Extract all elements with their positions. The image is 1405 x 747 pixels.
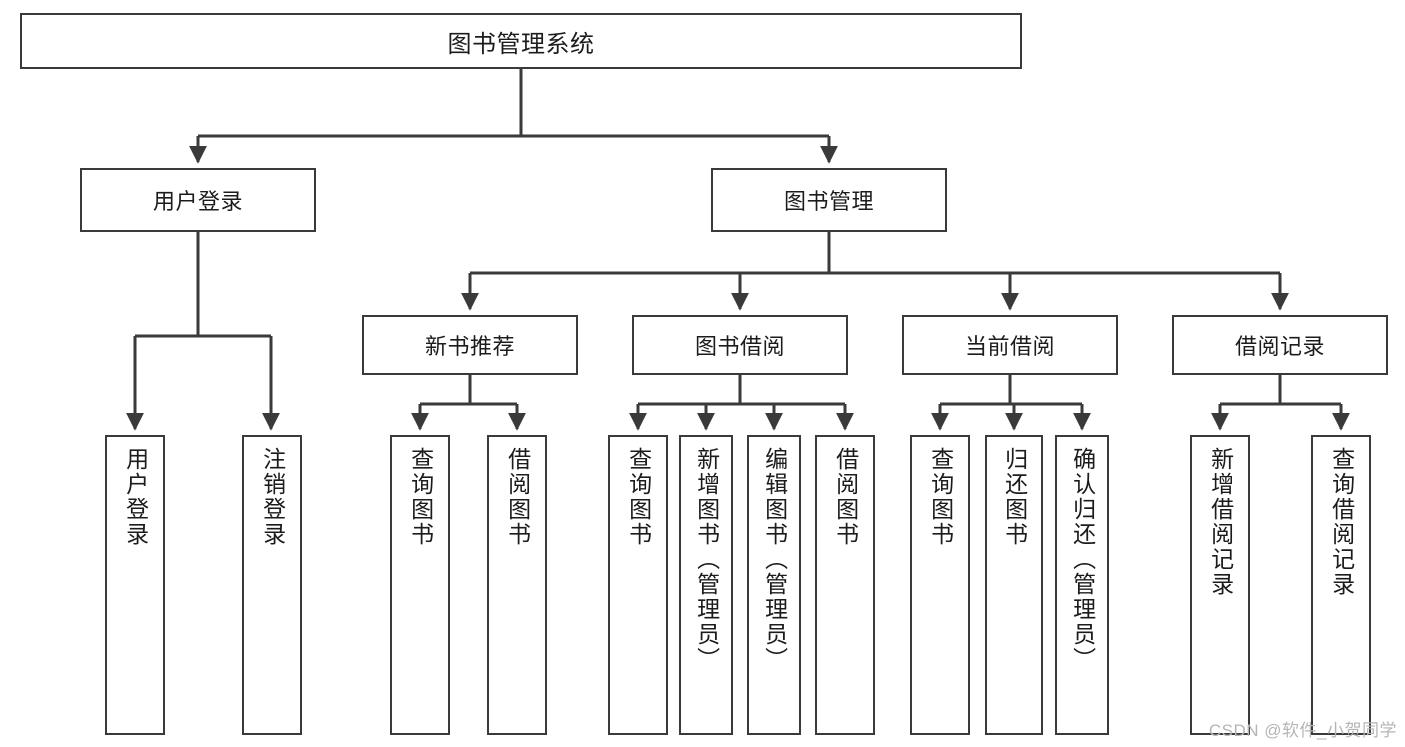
node-book-manage[interactable]: 图书管理: [711, 168, 947, 232]
node-leaf-user-login[interactable]: 用户登录: [105, 435, 165, 735]
node-leaf-query-record[interactable]: 查询借阅记录: [1311, 435, 1371, 735]
node-label: 图书管理: [783, 189, 874, 214]
node-label: 查询图书: [927, 447, 954, 547]
node-leaf-return-book[interactable]: 归还图书: [985, 435, 1043, 735]
node-label: 用户登录: [152, 189, 243, 214]
node-label: 用户登录: [122, 447, 149, 547]
node-label: 注销登录: [259, 447, 286, 547]
node-new-book-recommend[interactable]: 新书推荐: [362, 315, 578, 375]
node-borrow-record[interactable]: 借阅记录: [1172, 315, 1388, 375]
node-leaf-edit-book[interactable]: 编辑图书（管理员）: [747, 435, 801, 735]
node-label: 图书借阅: [694, 334, 785, 359]
node-label: 当前借阅: [964, 334, 1055, 359]
node-label: 编辑图书（管理员）: [761, 447, 788, 672]
node-leaf-borrow-book-1[interactable]: 借阅图书: [487, 435, 547, 735]
node-label: 新增图书（管理员）: [693, 447, 720, 672]
node-root-system[interactable]: 图书管理系统: [20, 13, 1022, 69]
node-label: 查询图书: [625, 447, 652, 547]
node-label: 新书推荐: [424, 334, 515, 359]
node-leaf-query-book-3[interactable]: 查询图书: [910, 435, 970, 735]
node-label: 新增借阅记录: [1207, 447, 1234, 597]
node-current-borrow[interactable]: 当前借阅: [902, 315, 1118, 375]
node-label: 归还图书: [1001, 447, 1028, 547]
node-label: 借阅图书: [832, 447, 859, 547]
node-label: 借阅记录: [1234, 334, 1325, 359]
node-label: 查询图书: [407, 447, 434, 547]
node-user-login[interactable]: 用户登录: [80, 168, 316, 232]
node-leaf-add-record[interactable]: 新增借阅记录: [1190, 435, 1250, 735]
node-leaf-add-book[interactable]: 新增图书（管理员）: [679, 435, 733, 735]
node-book-borrow[interactable]: 图书借阅: [632, 315, 848, 375]
node-label: 图书管理系统: [447, 30, 595, 58]
node-leaf-borrow-book-2[interactable]: 借阅图书: [815, 435, 875, 735]
node-leaf-logout[interactable]: 注销登录: [242, 435, 302, 735]
node-leaf-query-book-1[interactable]: 查询图书: [390, 435, 450, 735]
node-label: 查询借阅记录: [1328, 447, 1355, 597]
node-leaf-confirm-return[interactable]: 确认归还（管理员）: [1055, 435, 1109, 735]
node-label: 借阅图书: [504, 447, 531, 547]
node-label: 确认归还（管理员）: [1069, 447, 1096, 672]
node-leaf-query-book-2[interactable]: 查询图书: [608, 435, 668, 735]
